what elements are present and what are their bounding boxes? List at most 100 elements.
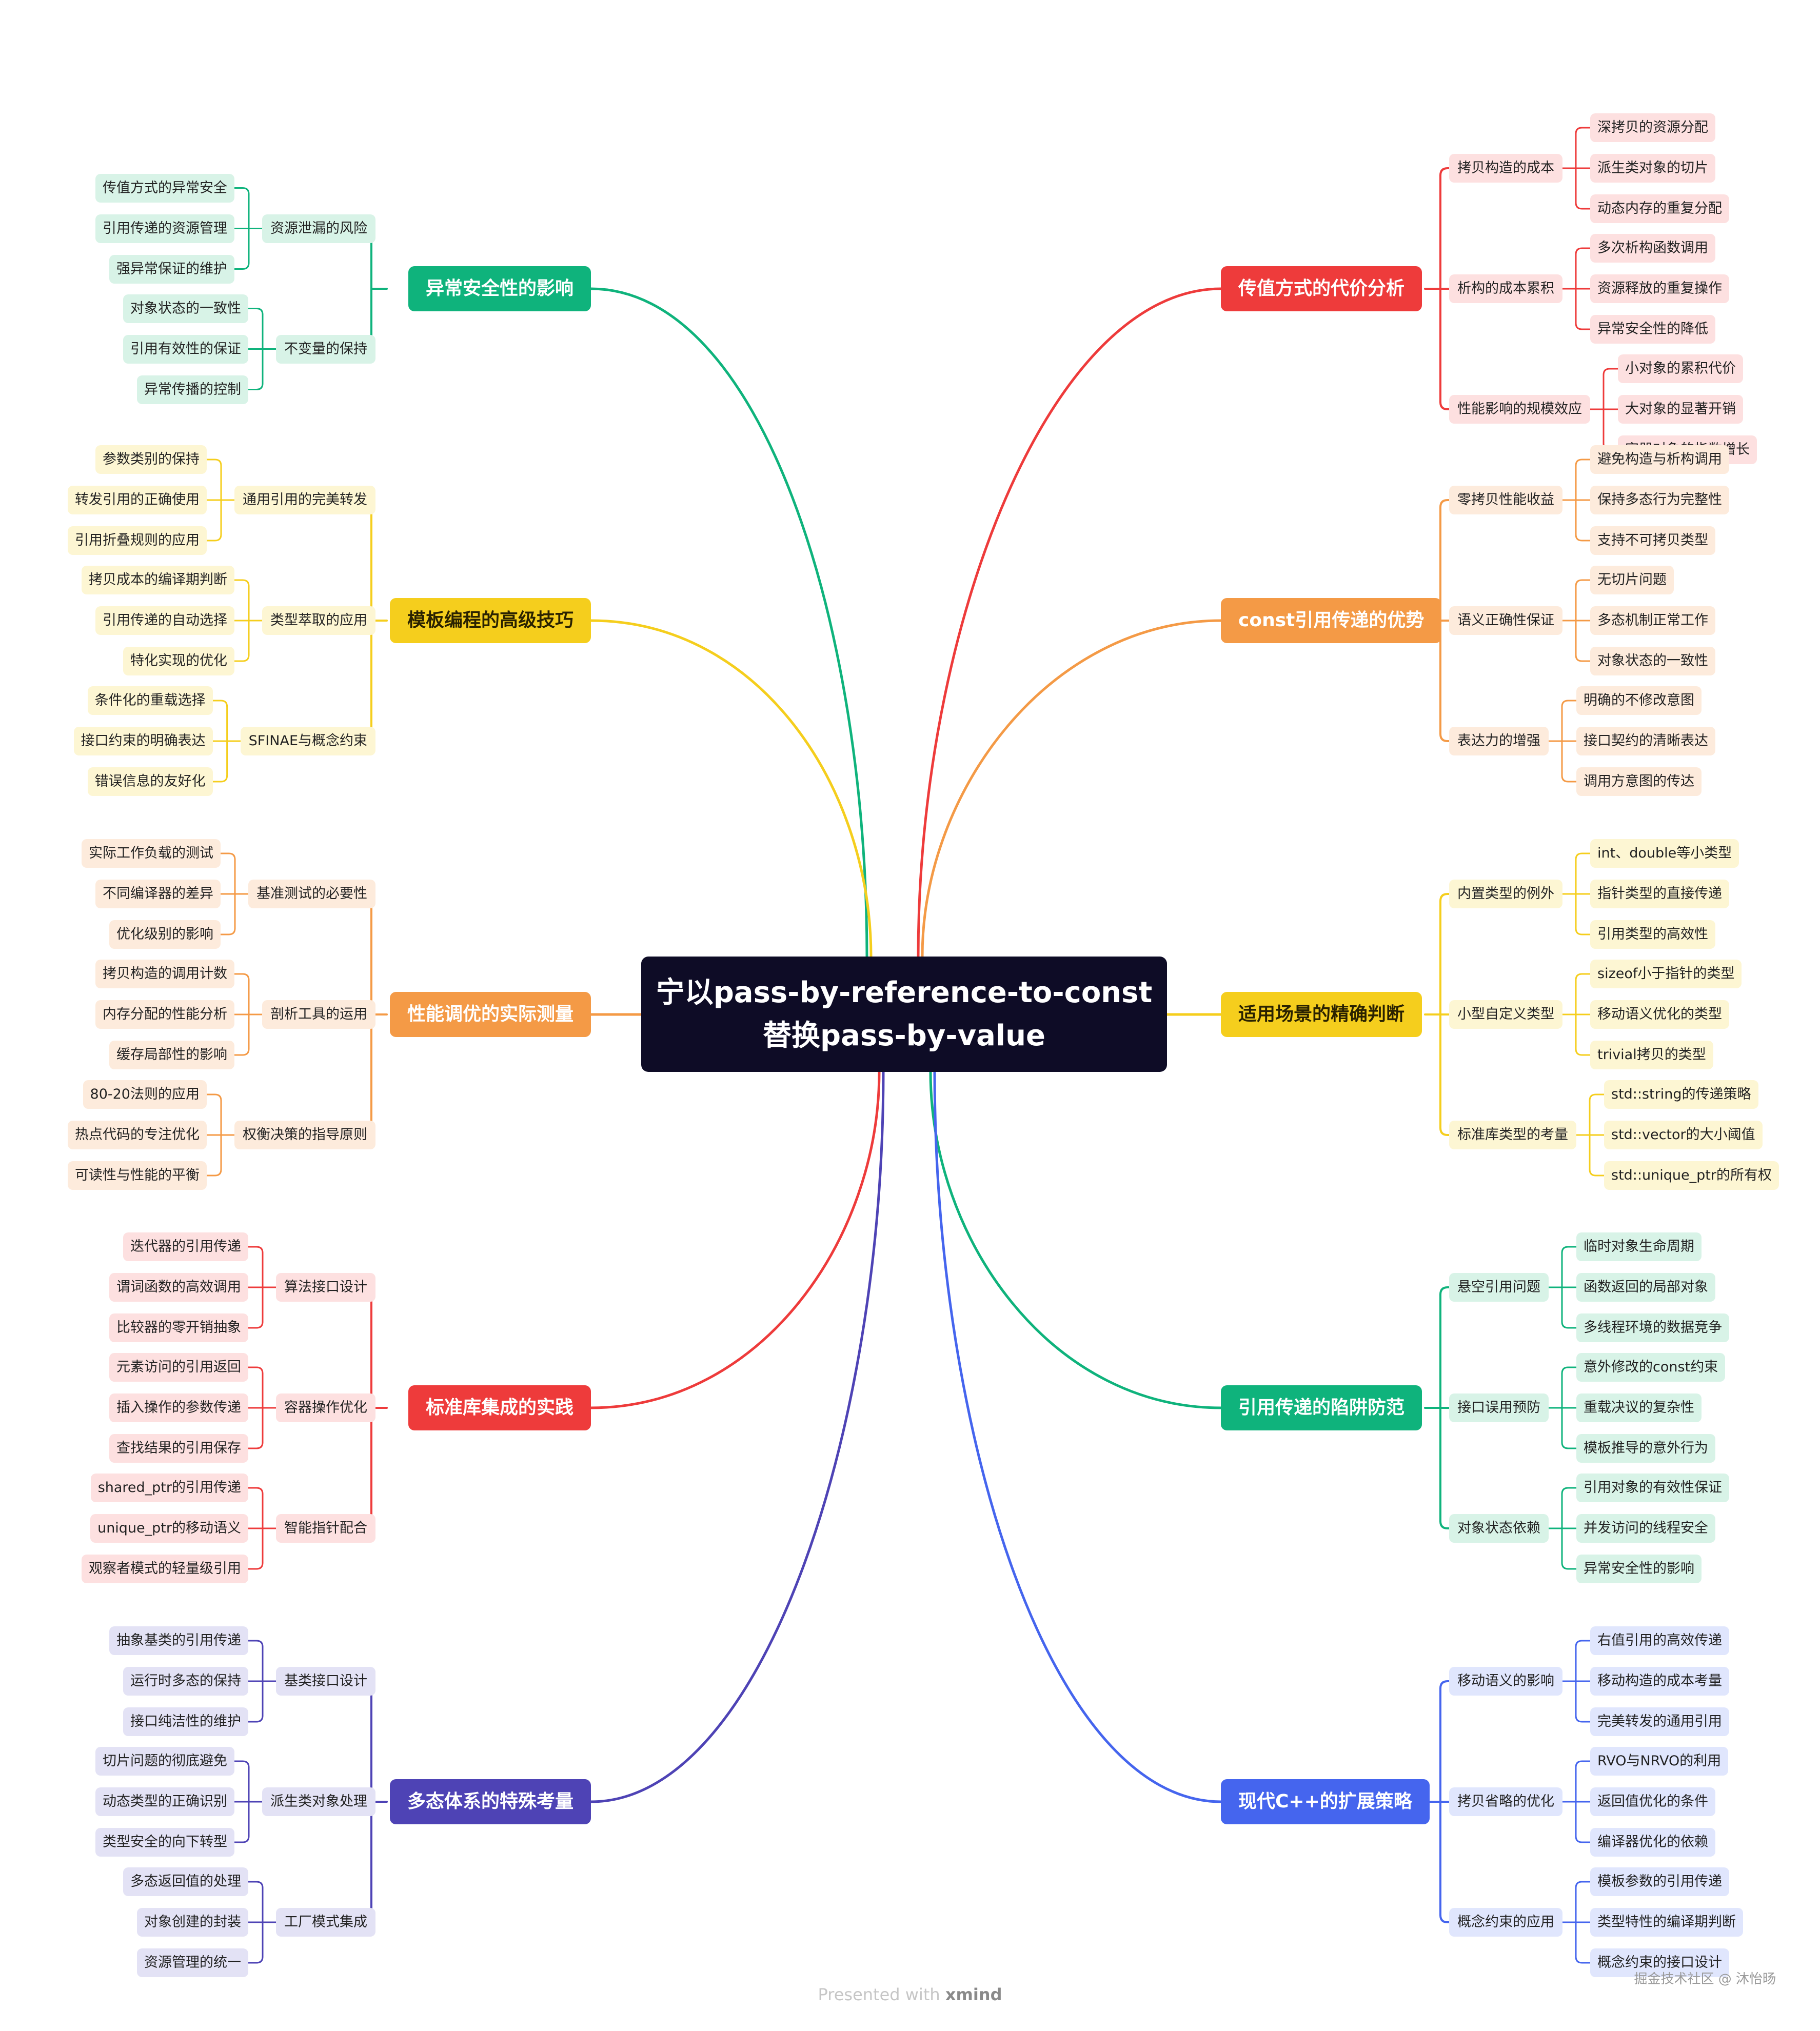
sub-topic[interactable]: 类型萃取的应用 — [262, 606, 375, 635]
leaf-topic[interactable]: 优化级别的影响 — [109, 920, 221, 949]
main-topic-right-2[interactable]: const引用传递的优势 — [1221, 598, 1442, 643]
leaf-topic[interactable]: 动态内存的重复分配 — [1590, 194, 1729, 223]
sub-topic[interactable]: 拷贝省略的优化 — [1449, 1787, 1562, 1816]
leaf-topic[interactable]: 意外修改的const约束 — [1576, 1353, 1726, 1382]
leaf-topic[interactable]: 比较器的零开销抽象 — [109, 1313, 248, 1342]
leaf-topic[interactable]: 小对象的累积代价 — [1618, 354, 1743, 383]
leaf-topic[interactable]: 转发引用的正确使用 — [68, 486, 207, 514]
leaf-topic[interactable]: 缓存局部性的影响 — [109, 1041, 234, 1069]
sub-topic[interactable]: 标准库类型的考量 — [1449, 1121, 1576, 1149]
leaf-topic[interactable]: 引用有效性的保证 — [123, 334, 248, 364]
leaf-topic[interactable]: 多态返回值的处理 — [123, 1867, 248, 1896]
leaf-topic[interactable]: std::unique_ptr的所有权 — [1604, 1161, 1779, 1190]
sub-topic[interactable]: 接口误用预防 — [1449, 1393, 1549, 1422]
leaf-topic[interactable]: 迭代器的引用传递 — [123, 1232, 248, 1261]
leaf-topic[interactable]: 多线程环境的数据竞争 — [1576, 1313, 1729, 1342]
leaf-topic[interactable]: 可读性与性能的平衡 — [68, 1161, 207, 1190]
leaf-topic[interactable]: 大对象的显著开销 — [1618, 395, 1743, 424]
sub-topic[interactable]: 剖析工具的运用 — [262, 1000, 375, 1029]
sub-topic[interactable]: 派生类对象处理 — [262, 1787, 375, 1816]
leaf-topic[interactable]: 指针类型的直接传递 — [1590, 880, 1729, 908]
leaf-topic[interactable]: 多态机制正常工作 — [1590, 606, 1715, 635]
leaf-topic[interactable]: 对象创建的封装 — [137, 1908, 248, 1937]
leaf-topic[interactable]: 移动语义优化的类型 — [1590, 1000, 1729, 1029]
leaf-topic[interactable]: int、double等小类型 — [1590, 839, 1739, 868]
leaf-topic[interactable]: RVO与NRVO的利用 — [1590, 1747, 1729, 1776]
leaf-topic[interactable]: 保持多态行为完整性 — [1590, 486, 1729, 514]
leaf-topic[interactable]: 重载决议的复杂性 — [1576, 1393, 1702, 1422]
sub-topic[interactable]: 基类接口设计 — [276, 1667, 375, 1696]
leaf-topic[interactable]: 拷贝构造的调用计数 — [95, 960, 234, 988]
leaf-topic[interactable]: 右值引用的高效传递 — [1590, 1626, 1729, 1655]
leaf-topic[interactable]: 移动构造的成本考量 — [1590, 1667, 1729, 1696]
main-topic-left-5[interactable]: 多态体系的特殊考量 — [389, 1779, 591, 1824]
sub-topic[interactable]: 语义正确性保证 — [1449, 606, 1562, 635]
leaf-topic[interactable]: 引用折叠规则的应用 — [68, 526, 207, 555]
leaf-topic[interactable]: 对象状态的一致性 — [1590, 647, 1715, 675]
sub-topic[interactable]: 小型自定义类型 — [1449, 1000, 1562, 1029]
leaf-topic[interactable]: 类型安全的向下转型 — [95, 1828, 234, 1857]
main-topic-left-2[interactable]: 模板编程的高级技巧 — [389, 598, 591, 643]
sub-topic[interactable]: 概念约束的应用 — [1449, 1908, 1562, 1937]
leaf-topic[interactable]: 对象状态的一致性 — [123, 294, 248, 323]
leaf-topic[interactable]: 异常传播的控制 — [137, 375, 248, 404]
leaf-topic[interactable]: 返回值优化的条件 — [1590, 1787, 1715, 1816]
sub-topic[interactable]: 零拷贝性能收益 — [1449, 486, 1562, 514]
sub-topic[interactable]: 权衡决策的指导原则 — [234, 1121, 375, 1149]
sub-topic[interactable]: 表达力的增强 — [1449, 727, 1549, 755]
leaf-topic[interactable]: 并发访问的线程安全 — [1576, 1514, 1715, 1543]
leaf-topic[interactable]: 观察者模式的轻量级引用 — [82, 1555, 248, 1583]
sub-topic[interactable]: 析构的成本累积 — [1449, 274, 1562, 303]
leaf-topic[interactable]: 模板推导的意外行为 — [1576, 1434, 1715, 1463]
leaf-topic[interactable]: 资源释放的重复操作 — [1590, 274, 1729, 303]
leaf-topic[interactable]: 模板参数的引用传递 — [1590, 1867, 1729, 1896]
sub-topic[interactable]: 对象状态依赖 — [1449, 1514, 1549, 1543]
leaf-topic[interactable]: 调用方意图的传达 — [1576, 767, 1702, 796]
leaf-topic[interactable]: 深拷贝的资源分配 — [1590, 113, 1715, 142]
sub-topic[interactable]: 拷贝构造的成本 — [1449, 154, 1562, 183]
sub-topic[interactable]: 内置类型的例外 — [1449, 880, 1562, 908]
leaf-topic[interactable]: 不同编译器的差异 — [95, 880, 221, 908]
leaf-topic[interactable]: 动态类型的正确识别 — [95, 1787, 234, 1816]
sub-topic[interactable]: 基准测试的必要性 — [248, 880, 375, 908]
leaf-topic[interactable]: 函数返回的局部对象 — [1576, 1273, 1715, 1302]
leaf-topic[interactable]: 异常安全性的影响 — [1576, 1555, 1702, 1583]
main-topic-left-4[interactable]: 标准库集成的实践 — [408, 1385, 591, 1430]
main-topic-left-3[interactable]: 性能调优的实际测量 — [389, 992, 591, 1037]
leaf-topic[interactable]: 插入操作的参数传递 — [109, 1393, 248, 1422]
sub-topic[interactable]: SFINAE与概念约束 — [240, 727, 375, 755]
leaf-topic[interactable]: 强异常保证的维护 — [109, 254, 234, 284]
sub-topic[interactable]: 性能影响的规模效应 — [1449, 395, 1590, 424]
leaf-topic[interactable]: 类型特性的编译期判断 — [1590, 1908, 1743, 1937]
sub-topic[interactable]: 容器操作优化 — [276, 1393, 375, 1422]
leaf-topic[interactable]: 内存分配的性能分析 — [95, 1000, 234, 1029]
leaf-topic[interactable]: 接口约束的明确表达 — [73, 727, 213, 755]
main-topic-right-3[interactable]: 适用场景的精确判断 — [1221, 992, 1422, 1037]
leaf-topic[interactable]: 多次析构函数调用 — [1590, 234, 1715, 263]
leaf-topic[interactable]: 接口纯洁性的维护 — [123, 1707, 248, 1736]
leaf-topic[interactable]: 参数类别的保持 — [95, 445, 207, 474]
main-topic-right-1[interactable]: 传值方式的代价分析 — [1221, 266, 1422, 311]
leaf-topic[interactable]: 接口契约的清晰表达 — [1576, 727, 1715, 755]
leaf-topic[interactable]: 资源管理的统一 — [137, 1948, 248, 1977]
sub-topic[interactable]: 资源泄漏的风险 — [262, 214, 375, 243]
leaf-topic[interactable]: trivial拷贝的类型 — [1590, 1041, 1713, 1069]
leaf-topic[interactable]: shared_ptr的引用传递 — [90, 1474, 248, 1502]
leaf-topic[interactable]: 条件化的重载选择 — [87, 686, 213, 715]
leaf-topic[interactable]: std::string的传递策略 — [1604, 1080, 1758, 1109]
leaf-topic[interactable]: 错误信息的友好化 — [87, 767, 213, 796]
leaf-topic[interactable]: 80-20法则的应用 — [83, 1080, 207, 1109]
leaf-topic[interactable]: 元素访问的引用返回 — [109, 1353, 248, 1382]
leaf-topic[interactable]: 临时对象生命周期 — [1576, 1232, 1702, 1261]
leaf-topic[interactable]: 抽象基类的引用传递 — [109, 1626, 248, 1655]
sub-topic[interactable]: 工厂模式集成 — [276, 1908, 375, 1937]
sub-topic[interactable]: 智能指针配合 — [276, 1514, 375, 1543]
sub-topic[interactable]: 算法接口设计 — [276, 1273, 375, 1302]
leaf-topic[interactable]: 异常安全性的降低 — [1590, 315, 1715, 344]
leaf-topic[interactable]: 传值方式的异常安全 — [95, 173, 234, 203]
leaf-topic[interactable]: 实际工作负载的测试 — [82, 839, 221, 868]
leaf-topic[interactable]: unique_ptr的移动语义 — [90, 1514, 248, 1543]
leaf-topic[interactable]: 引用传递的资源管理 — [95, 214, 234, 243]
main-topic-right-5[interactable]: 现代C++的扩展策略 — [1221, 1779, 1430, 1824]
leaf-topic[interactable]: 无切片问题 — [1590, 566, 1674, 594]
